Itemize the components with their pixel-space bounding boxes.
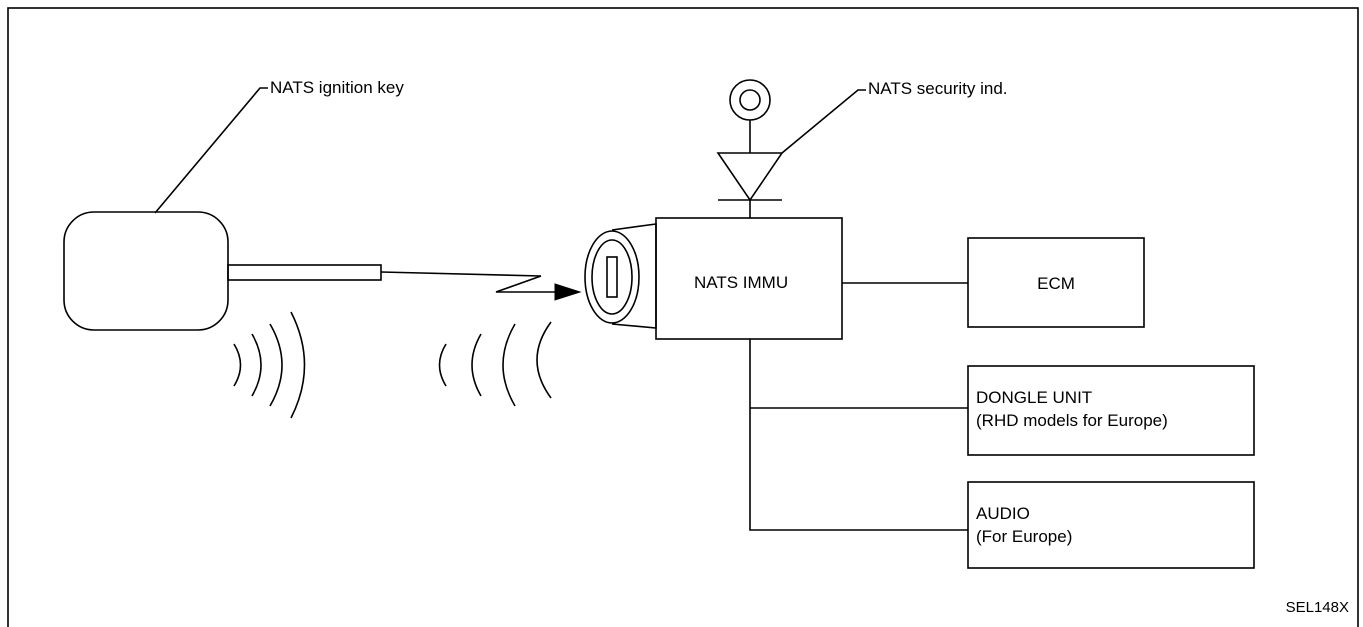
nats-immu-box [655, 217, 843, 340]
key-cylinder [584, 223, 657, 329]
audio-label: AUDIO [976, 504, 1030, 523]
ecm-label: ECM [1037, 274, 1075, 293]
cylinder-radio-waves [438, 321, 552, 407]
figure-code: SEL148X [1286, 599, 1349, 616]
dongle-unit-label: DONGLE UNIT [976, 388, 1092, 407]
key-head [63, 211, 229, 331]
security-indicator [716, 79, 784, 218]
immu-bus-line [749, 339, 968, 531]
audio-sublabel: (For Europe) [976, 527, 1072, 546]
ecm-box [967, 237, 1145, 328]
security-ind-leader-line [781, 89, 866, 154]
dongle-unit-box [967, 365, 1255, 456]
key-radio-waves [233, 311, 306, 419]
ignition-key-label: NATS ignition key [270, 78, 404, 97]
nats-immu-label: NATS IMMU [694, 273, 788, 292]
dongle-unit-sublabel: (RHD models for Europe) [976, 411, 1168, 430]
audio-box [967, 481, 1255, 569]
security-ind-label: NATS security ind. [868, 79, 1008, 98]
ignition-key-leader-line [154, 87, 268, 214]
key-blade [227, 264, 382, 281]
figure-frame [7, 7, 1359, 627]
ignition-key [63, 211, 382, 331]
signal-arrow [380, 271, 582, 301]
